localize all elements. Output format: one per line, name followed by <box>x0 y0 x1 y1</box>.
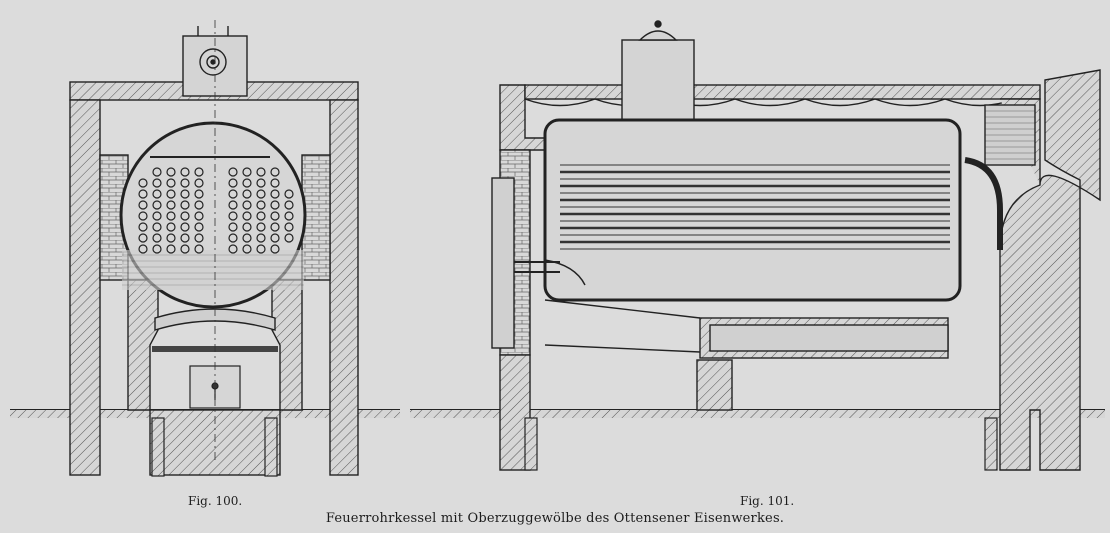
fire-tube-end <box>228 200 238 210</box>
fire-tube-end <box>270 233 280 243</box>
fire-tube-end <box>194 211 204 221</box>
fire-tube-end <box>228 211 238 221</box>
fire-tube-end <box>242 211 252 221</box>
figure-100-label: Fig. 100. <box>188 494 243 508</box>
horizontal-fire-tubes <box>560 164 950 250</box>
fire-tube-end <box>242 189 252 199</box>
fire-tube-end <box>166 167 176 177</box>
fire-tube-end <box>152 211 162 221</box>
fire-tube-end <box>166 222 176 232</box>
fire-tube-end <box>270 189 280 199</box>
fire-tube-end <box>256 222 266 232</box>
fire-tube-end <box>138 200 148 210</box>
fire-tube-end <box>256 233 266 243</box>
fire-tube-end <box>166 200 176 210</box>
masonry-walls-left <box>69 81 359 476</box>
figure-101-label: Fig. 101. <box>740 494 795 508</box>
fire-tube-end <box>270 222 280 232</box>
fire-tube-end <box>228 244 238 254</box>
fire-tube-end <box>152 244 162 254</box>
fire-tube-end <box>242 200 252 210</box>
fire-tube-end <box>242 167 252 177</box>
fire-tube-end <box>242 233 252 243</box>
fire-tube-end <box>228 222 238 232</box>
fig-101-longitudinal-section <box>410 20 1105 471</box>
fire-tube-end <box>180 200 190 210</box>
fire-tube-end <box>256 200 266 210</box>
fire-tube-end <box>152 167 162 177</box>
fire-tube-end <box>152 189 162 199</box>
fire-tube-end <box>166 211 176 221</box>
fire-tube-end <box>284 189 294 199</box>
fire-tube-end <box>152 200 162 210</box>
fire-tube-end <box>166 178 176 188</box>
fire-tube-end <box>228 189 238 199</box>
fire-tube-end <box>284 233 294 243</box>
fire-tube-end <box>228 178 238 188</box>
fire-tube-end <box>256 244 266 254</box>
fire-tube-end <box>256 178 266 188</box>
fire-tube-end <box>194 200 204 210</box>
fire-tube-end <box>284 222 294 232</box>
fire-tube-end <box>228 167 238 177</box>
fire-tube-end <box>180 222 190 232</box>
fire-tube-end <box>180 167 190 177</box>
fire-tube-end <box>180 244 190 254</box>
fire-tube-end <box>138 189 148 199</box>
fire-tube-end <box>242 222 252 232</box>
fire-tube-end <box>180 211 190 221</box>
front-smokebox <box>491 177 586 349</box>
fire-tube-end <box>242 244 252 254</box>
fire-tube-end <box>194 222 204 232</box>
fire-tube-end <box>166 189 176 199</box>
fire-tube-end <box>180 233 190 243</box>
fire-tube-end <box>256 167 266 177</box>
fire-tube-end <box>228 233 238 243</box>
fire-tube-end <box>180 178 190 188</box>
fire-tube-end <box>270 211 280 221</box>
fire-tube-end <box>152 233 162 243</box>
fire-tube-grid <box>138 167 294 254</box>
fire-tube-end <box>138 222 148 232</box>
fire-tube-end <box>194 167 204 177</box>
fire-tube-end <box>194 189 204 199</box>
fire-tube-end <box>180 189 190 199</box>
steam-dome-right <box>621 20 695 121</box>
fire-tube-end <box>194 244 204 254</box>
fire-tube-end <box>270 167 280 177</box>
fire-tube-end <box>284 200 294 210</box>
fire-tube-end <box>242 178 252 188</box>
fire-tube-end <box>166 244 176 254</box>
fire-tube-end <box>152 178 162 188</box>
fire-tube-end <box>194 178 204 188</box>
fig-100-cross-section <box>10 20 400 477</box>
fire-tube-end <box>138 233 148 243</box>
fire-tube-end <box>138 178 148 188</box>
furnace-flue <box>544 299 949 411</box>
fire-tube-end <box>284 211 294 221</box>
fire-tube-end <box>166 233 176 243</box>
foundation-left <box>151 417 278 477</box>
foundation-right <box>524 417 998 471</box>
fire-tube-end <box>194 233 204 243</box>
fire-tube-end <box>270 178 280 188</box>
fire-tube-end <box>138 244 148 254</box>
fire-tube-end <box>270 244 280 254</box>
rear-flue-wall <box>964 69 1101 471</box>
fire-tube-end <box>270 200 280 210</box>
fire-tube-end <box>138 211 148 221</box>
roof-vault <box>524 84 1041 107</box>
fire-tube-end <box>256 211 266 221</box>
fire-tube-end <box>152 222 162 232</box>
boiler-body-right <box>543 118 962 302</box>
fire-tube-end <box>256 189 266 199</box>
plate-caption: Feuerrohrkessel mit Oberzuggewölbe des O… <box>325 511 785 526</box>
